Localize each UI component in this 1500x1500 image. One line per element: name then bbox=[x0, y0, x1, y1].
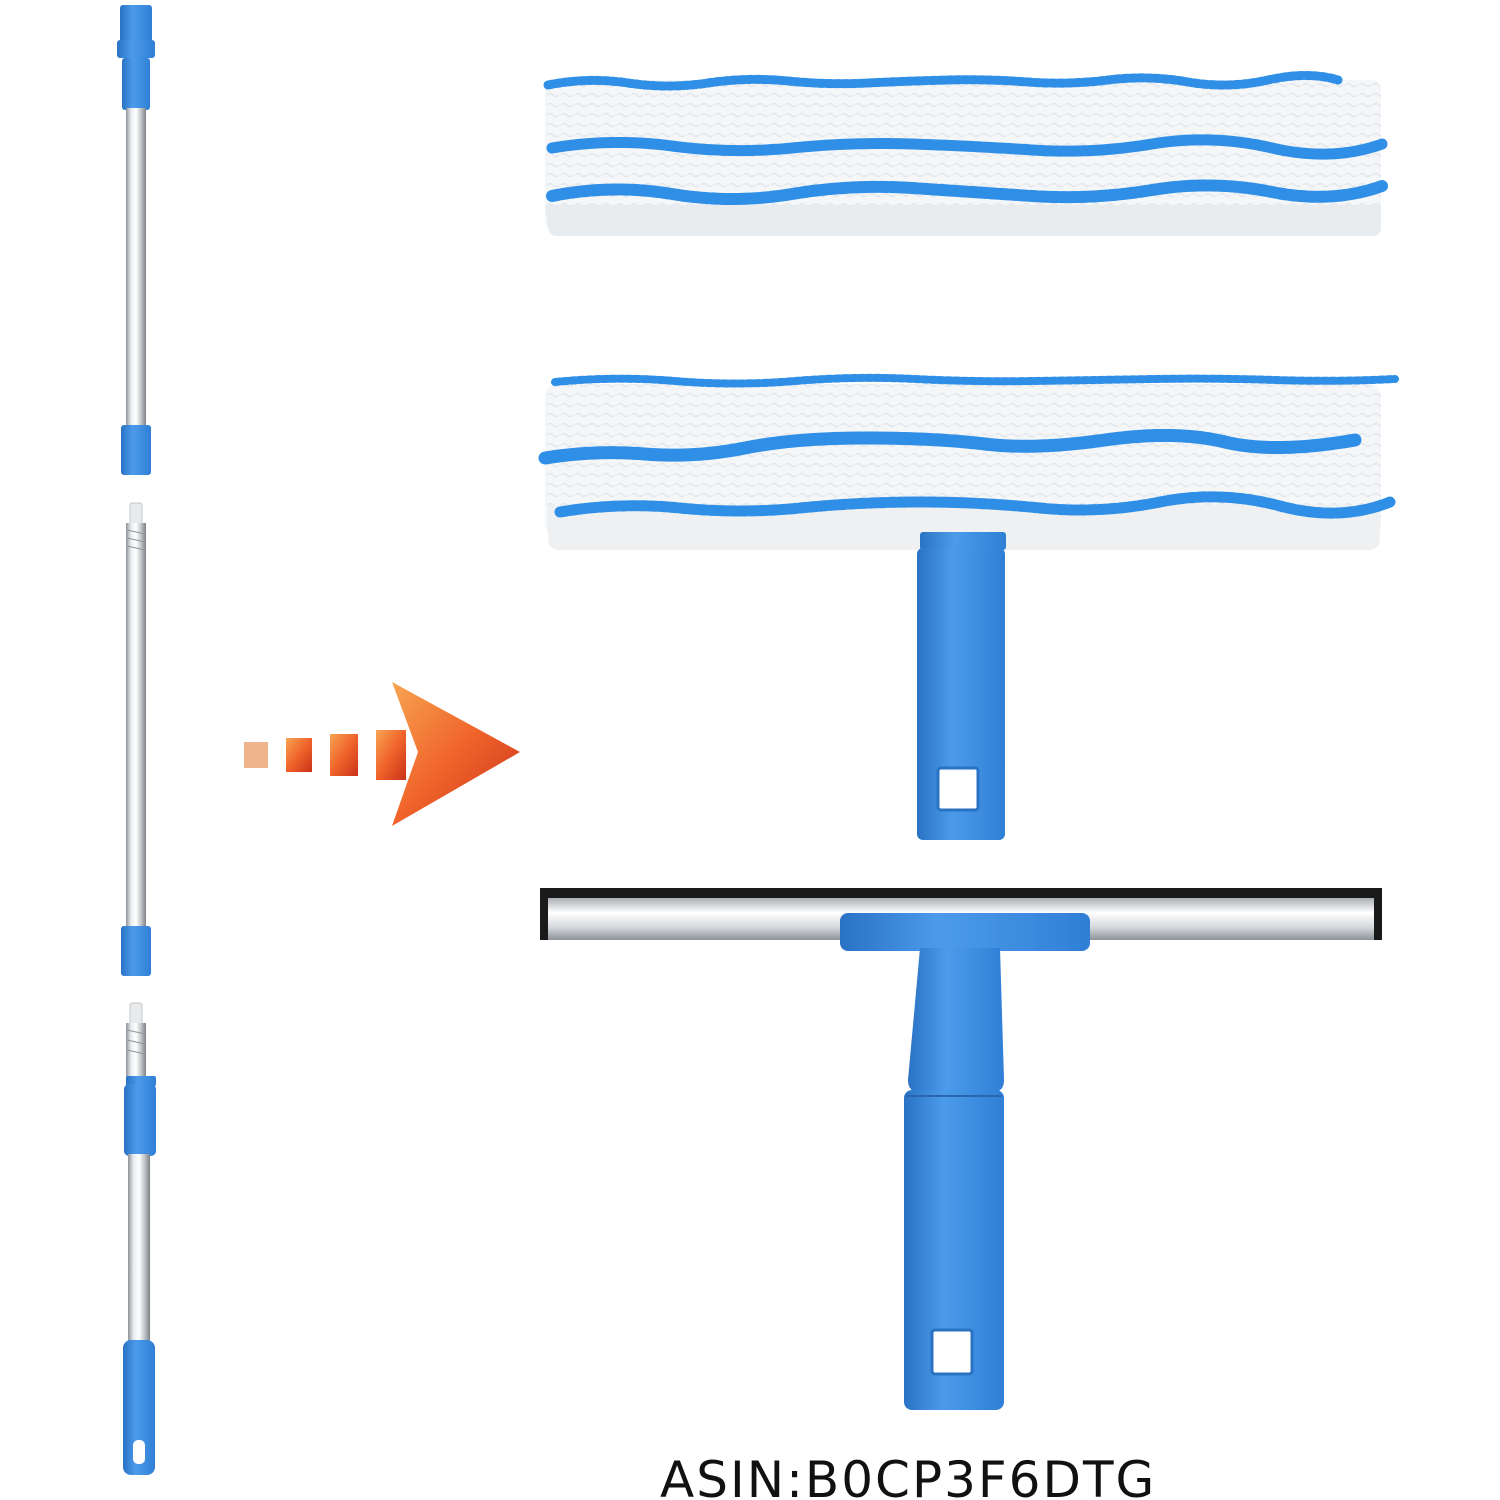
pole-segment-top bbox=[117, 5, 155, 475]
pole-segment-middle bbox=[121, 502, 151, 976]
pole-segment-bottom bbox=[123, 1002, 156, 1475]
dashed-right-arrow-icon bbox=[244, 682, 520, 826]
window-washer-icon bbox=[538, 373, 1399, 840]
asin-caption: ASIN:B0CP3F6DTG bbox=[660, 1451, 1157, 1500]
squeegee-icon bbox=[540, 888, 1382, 1410]
microfiber-sleeve-icon bbox=[543, 71, 1388, 236]
